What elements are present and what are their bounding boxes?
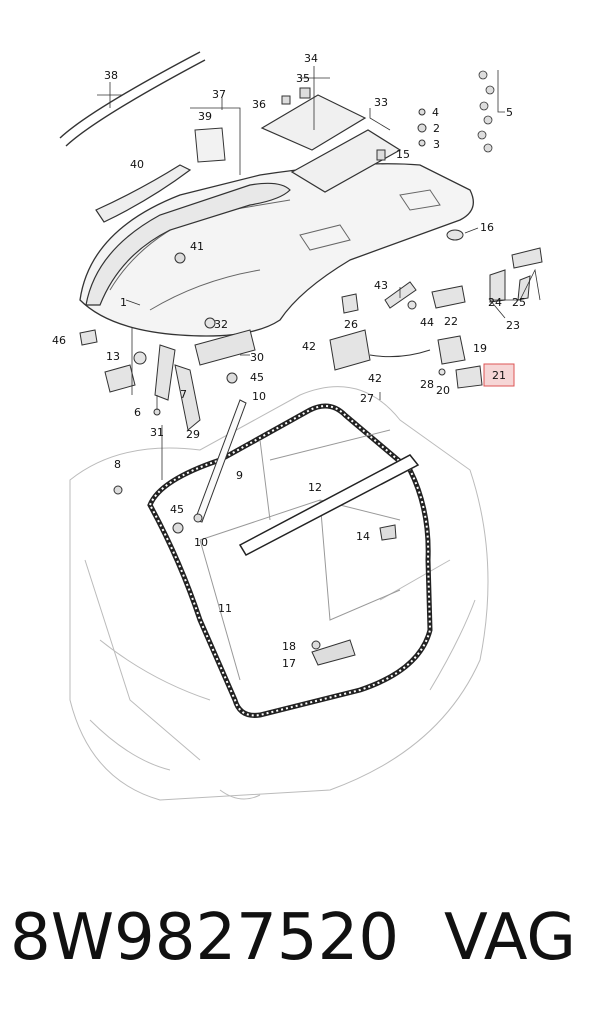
handle-40: [95, 164, 192, 223]
label-36: 36: [252, 98, 266, 111]
fasteners: [113, 87, 427, 666]
label-45b: 45: [170, 503, 184, 516]
car-body-outline: [69, 386, 489, 801]
fastener-set-5: [477, 70, 495, 153]
label-24: 24: [488, 296, 502, 309]
label-35: 35: [296, 72, 310, 85]
part-labels: 38 37 39 40 41 34 35 36 33 4 2 3 15 5 16…: [52, 52, 526, 670]
label-23: 23: [506, 319, 520, 332]
label-30: 30: [250, 351, 264, 364]
label-16: 16: [480, 221, 494, 234]
label-19: 19: [473, 342, 487, 355]
label-1: 1: [120, 296, 127, 309]
label-6: 6: [134, 406, 141, 419]
label-42b: 42: [368, 372, 382, 385]
label-18: 18: [282, 640, 296, 653]
label-25: 25: [512, 296, 526, 309]
label-28: 28: [420, 378, 434, 391]
label-12: 12: [308, 481, 322, 494]
label-4: 4: [432, 106, 439, 119]
label-46: 46: [52, 334, 66, 347]
label-10b: 10: [194, 536, 208, 549]
label-11: 11: [218, 602, 232, 615]
label-5: 5: [506, 106, 513, 119]
bag-39: [194, 127, 226, 163]
label-2: 2: [433, 122, 440, 135]
label-31: 31: [150, 426, 164, 439]
gas-strut: [194, 399, 247, 523]
spoiler-strip: [59, 51, 206, 147]
brand-text: VAG: [444, 901, 576, 975]
highlight-box-21: [483, 363, 515, 387]
label-29: 29: [186, 428, 200, 441]
label-44: 44: [420, 316, 434, 329]
label-14: 14: [356, 530, 370, 543]
label-34: 34: [304, 52, 318, 65]
label-13: 13: [106, 350, 120, 363]
label-3: 3: [433, 138, 440, 151]
label-32: 32: [214, 318, 228, 331]
label-42a: 42: [302, 340, 316, 353]
trunk-interior: [199, 429, 401, 681]
leader-lines: [97, 66, 541, 480]
label-45a: 45: [250, 371, 264, 384]
label-26: 26: [344, 318, 358, 331]
label-39: 39: [198, 110, 212, 123]
tailgate-seal: [147, 403, 433, 718]
label-8: 8: [114, 458, 121, 471]
lock-parts: [329, 229, 543, 389]
label-37: 37: [212, 88, 226, 101]
label-10a: 10: [252, 390, 266, 403]
trim-strip: [85, 182, 291, 306]
label-41: 41: [190, 240, 204, 253]
label-33: 33: [374, 96, 388, 109]
label-21: 21: [492, 369, 506, 382]
label-9: 9: [236, 469, 243, 482]
label-38: 38: [104, 69, 118, 82]
plate-bracket: [260, 94, 402, 193]
sill-trim: [238, 454, 420, 556]
exploded-parts-diagram: 38 37 39 40 41 34 35 36 33 4 2 3 15 5 16…: [52, 51, 543, 801]
label-43: 43: [374, 279, 388, 292]
label-20: 20: [436, 384, 450, 397]
label-40: 40: [130, 158, 144, 171]
label-22: 22: [444, 315, 458, 328]
label-27: 27: [360, 392, 374, 405]
hinge-parts: [79, 317, 256, 431]
label-7: 7: [180, 388, 187, 401]
label-17: 17: [282, 657, 296, 670]
label-15: 15: [396, 148, 410, 161]
tailgate-panel: [79, 163, 474, 337]
part-number-text: 8W9827520: [10, 901, 400, 975]
